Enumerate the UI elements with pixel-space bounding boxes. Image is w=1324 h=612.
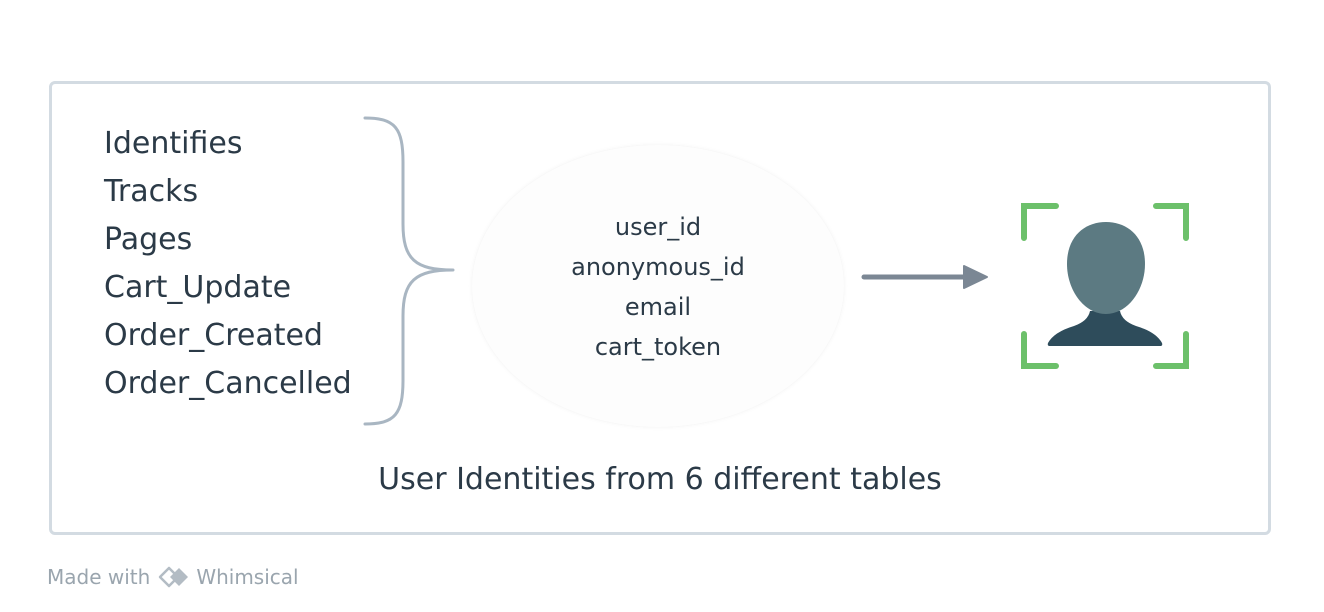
source-table-item: Identifies [104,126,243,161]
source-table-item: Order_Created [104,318,323,353]
whimsical-logo-icon [158,566,192,588]
diagram-frame [49,81,1271,535]
identity-keys-bubble [472,145,844,427]
person-body [1047,311,1163,346]
unified-user-profile-icon [1021,203,1189,369]
identity-key-item: email [624,293,692,321]
whimsical-brand-label: Whimsical [196,565,299,589]
diagram-caption: User Identities from 6 different tables [378,462,942,497]
identity-key-item: user_id [614,213,702,241]
source-table-item: Order_Cancelled [104,366,352,401]
right-arrow-icon [861,265,988,289]
source-table-list: Identifies Tracks Pages Cart_Update Orde… [104,120,352,408]
source-table-item: Tracks [104,174,199,209]
focus-frame-corners [1021,203,1189,369]
person-head [1067,222,1145,314]
identity-key-item: cart_token [594,333,722,361]
curly-brace-connector [363,116,455,426]
source-table-item: Cart_Update [104,270,292,305]
identity-key-item: anonymous_id [571,253,745,281]
made-with-label: Made with [47,565,151,589]
identity-key-list: user_id anonymous_id email cart_token [472,207,844,367]
source-table-item: Pages [104,222,193,257]
made-with-whimsical-badge[interactable]: Made with Whimsical [47,562,299,592]
